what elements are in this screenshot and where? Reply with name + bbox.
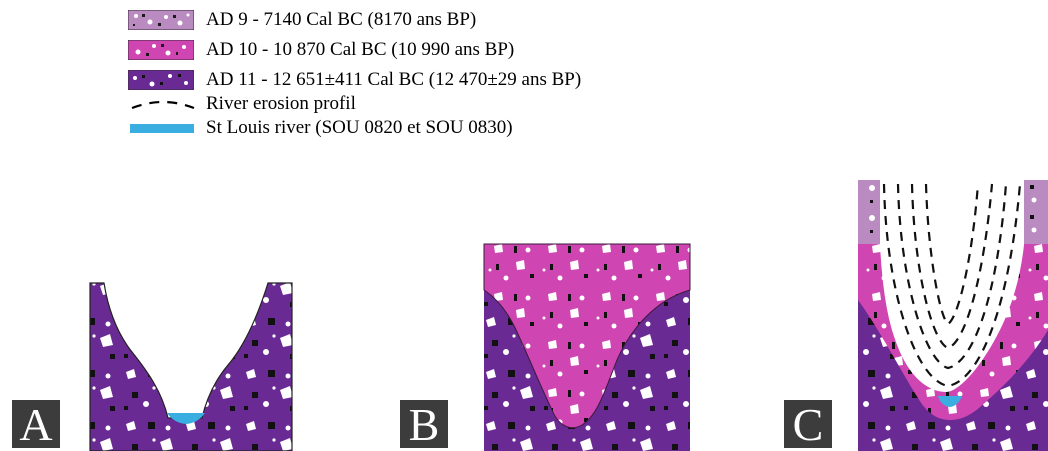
legend-label-erosion: River erosion profil bbox=[206, 93, 356, 114]
panel-a-section bbox=[89, 282, 293, 451]
panel-a-river bbox=[167, 413, 205, 424]
legend-label-river: St Louis river (SOU 0820 et SOU 0830) bbox=[206, 117, 513, 138]
panel-c-ad9-right bbox=[1024, 180, 1048, 244]
panel-a-ad11-layer bbox=[89, 282, 293, 451]
river-swatch bbox=[130, 124, 194, 133]
panel-label-b: B bbox=[400, 400, 448, 450]
panel-c-river bbox=[938, 396, 962, 407]
ad11-layer-swatch bbox=[128, 70, 194, 90]
ad10-layer-swatch bbox=[128, 40, 194, 60]
panel-c-ad9-left bbox=[858, 180, 880, 244]
legend-label-ad10: AD 10 - 10 870 Cal BC (10 990 ans BP) bbox=[206, 39, 515, 60]
panel-b-section bbox=[483, 243, 691, 451]
dashed-line-icon bbox=[131, 100, 195, 110]
panel-c-section bbox=[858, 180, 1048, 451]
legend-label-ad11: AD 11 - 12 651±411 Cal BC (12 470±29 ans… bbox=[206, 69, 582, 90]
panel-label-c: C bbox=[784, 400, 832, 450]
panel-label-a: A bbox=[12, 400, 60, 450]
panel-b-ad10-layer bbox=[483, 243, 691, 429]
legend-label-ad9: AD 9 - 7140 Cal BC (8170 ans BP) bbox=[206, 9, 477, 30]
ad9-layer-swatch bbox=[128, 10, 194, 30]
panel-c-erosion-profiles bbox=[882, 183, 1022, 388]
